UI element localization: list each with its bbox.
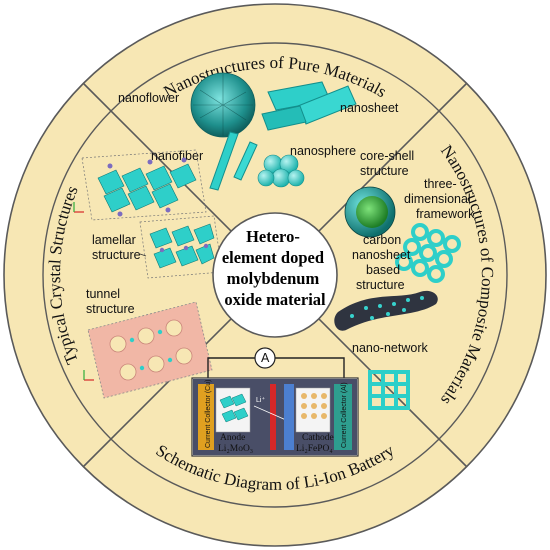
li-ion-arrow <box>253 405 287 421</box>
nanoflower-label: nanoflower <box>118 91 179 105</box>
nano-network-label: nano-network <box>352 341 428 355</box>
inner-ring-boundary <box>42 42 508 508</box>
ammeter-icon <box>254 347 276 369</box>
center-title: Hetero- element doped molybdenum oxide m… <box>222 227 328 309</box>
cathode-label: Cathode Li₂FePO₄ <box>296 433 336 454</box>
nanoflower-texture <box>193 74 253 136</box>
lamellar-crystal-top-image <box>81 149 207 221</box>
anode-label: Anode Li₂MoO₃ <box>218 433 253 454</box>
crystal-structures-sector: lamellar structure tunnel structure <box>73 149 223 399</box>
pure-materials-sector: nanoflower nanosheet nanofiber nanospher… <box>118 72 399 191</box>
cathode-crystal-icon <box>301 393 327 419</box>
nano-network-image <box>368 370 410 410</box>
nanosphere-image <box>257 154 305 188</box>
three-d-framework-label: three- dimensional framework <box>404 177 475 221</box>
ammeter-label: A <box>261 351 270 365</box>
li-ion-label: Li⁺ <box>256 396 265 404</box>
nanosheet-image <box>261 81 357 131</box>
anode-crystal-icon <box>219 393 249 423</box>
tunnel-structure-label: tunnel structure <box>86 287 135 316</box>
carbon-nanosheet-label: carbon nanosheet based structure <box>352 233 414 292</box>
battery-sector: A Current Collector (Cu) Anode Li₂MoO₃ L… <box>191 347 359 457</box>
lamellar-structure-label: lamellar structure <box>92 233 141 262</box>
cathode-collector-right <box>334 384 352 450</box>
collector-cu-label: Current Collector (Cu) <box>205 380 212 448</box>
center-circle <box>212 212 338 338</box>
three-d-framework-image <box>395 223 461 283</box>
nanosphere-label: nanosphere <box>290 144 356 158</box>
separator <box>270 384 276 450</box>
nanofiber-image <box>209 131 258 191</box>
lamellar-pointer-line <box>139 253 147 257</box>
core-shell-label: core-shell structure <box>360 149 418 178</box>
nanofiber-label: nanofiber <box>151 149 203 163</box>
anode-collector <box>198 384 214 450</box>
tunnel-crystal-image <box>87 301 213 399</box>
composite-materials-sector: core-shell structure three- dimensional … <box>334 149 475 410</box>
lamellar-crystal-bottom-image <box>139 215 223 279</box>
carbon-nanosheet-image <box>334 290 438 331</box>
core-shell-image <box>344 186 396 238</box>
circuit-wire <box>207 357 345 380</box>
nanosheet-label: nanosheet <box>340 101 399 115</box>
collector-al-label: Current Collector (Al) <box>341 382 348 448</box>
cathode-collector <box>284 384 294 450</box>
axis-indicator-icon <box>73 202 94 381</box>
